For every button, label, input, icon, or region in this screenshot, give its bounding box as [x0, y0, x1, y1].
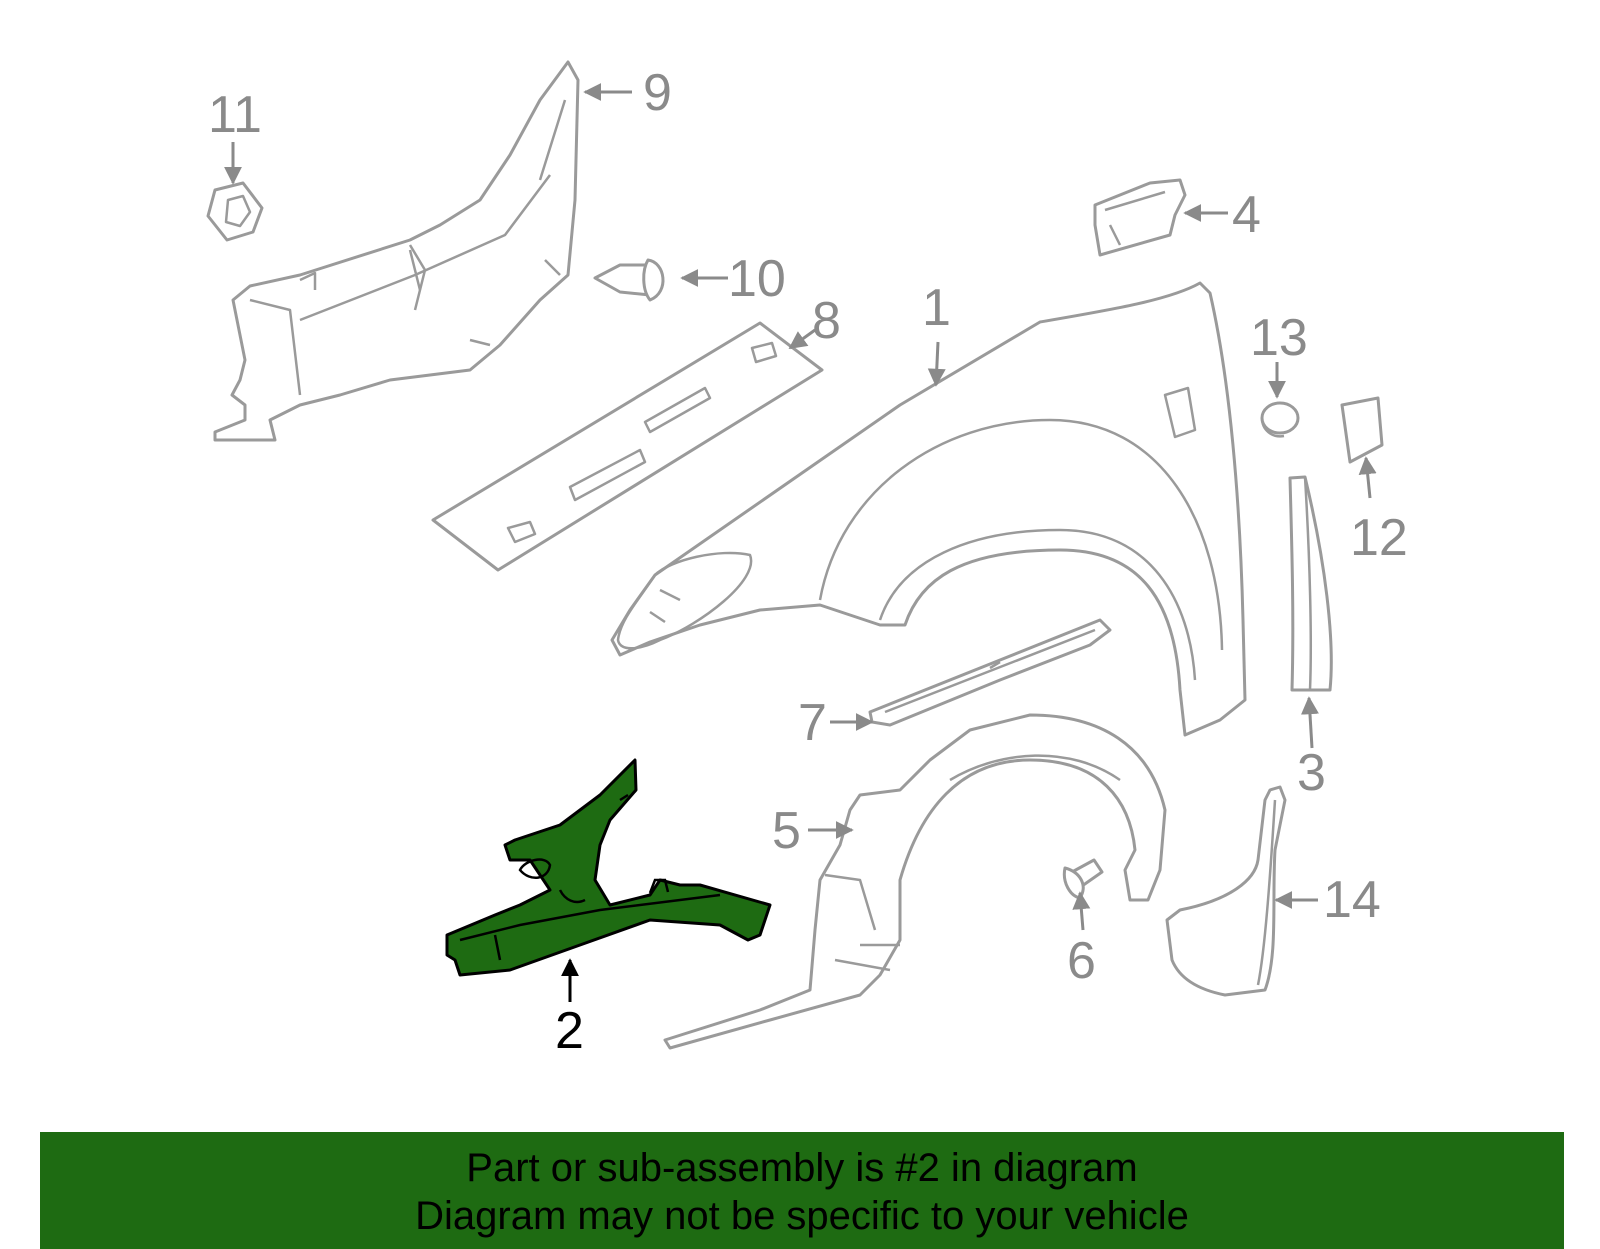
callout-7: 7	[798, 694, 827, 752]
part-6-bolt[interactable]	[1062, 858, 1104, 900]
callout-1: 1	[922, 279, 951, 337]
callout-9: 9	[643, 64, 672, 122]
part-14-mudflap[interactable]	[1165, 785, 1287, 997]
parts-diagram: 1 2 3 4 5 6 7 8 9 10 11 12 13 14	[206, 60, 1408, 1060]
banner-line-2: Diagram may not be specific to your vehi…	[415, 1194, 1189, 1238]
callout-4: 4	[1232, 186, 1261, 244]
callout-12: 12	[1350, 509, 1408, 567]
callout-3: 3	[1297, 744, 1326, 802]
callout-14: 14	[1323, 871, 1381, 929]
callout-13: 13	[1250, 309, 1308, 367]
part-13-plug[interactable]	[1260, 401, 1300, 438]
leader-1	[927, 341, 946, 387]
part-12-plate[interactable]	[1340, 396, 1384, 464]
callout-2: 2	[555, 1002, 584, 1060]
part-3-molding[interactable]	[1288, 475, 1333, 692]
callout-5: 5	[772, 802, 801, 860]
part-4-bracket[interactable]	[1093, 178, 1187, 257]
leader-6	[1072, 891, 1091, 931]
part-5-liner[interactable]	[663, 713, 1167, 1050]
leader-3	[1300, 696, 1319, 749]
part-10-push-pin[interactable]	[593, 258, 665, 302]
part-11-nut[interactable]	[206, 181, 264, 242]
part-8-insulator[interactable]	[431, 321, 824, 572]
part-9-fender-bracket[interactable]	[213, 60, 580, 442]
part-2-highlighted[interactable]	[445, 758, 772, 977]
callout-6: 6	[1067, 932, 1096, 990]
callout-8: 8	[812, 292, 841, 350]
banner-line-1: Part or sub-assembly is #2 in diagram	[466, 1146, 1138, 1190]
part-1-fender[interactable]	[610, 281, 1247, 737]
part-7-seal[interactable]	[868, 618, 1112, 727]
callout-11: 11	[208, 86, 262, 144]
leader-12	[1358, 456, 1377, 499]
callout-10: 10	[728, 250, 786, 308]
info-banner: Part or sub-assembly is #2 in diagram Di…	[40, 1132, 1564, 1249]
leader-8	[788, 328, 816, 350]
